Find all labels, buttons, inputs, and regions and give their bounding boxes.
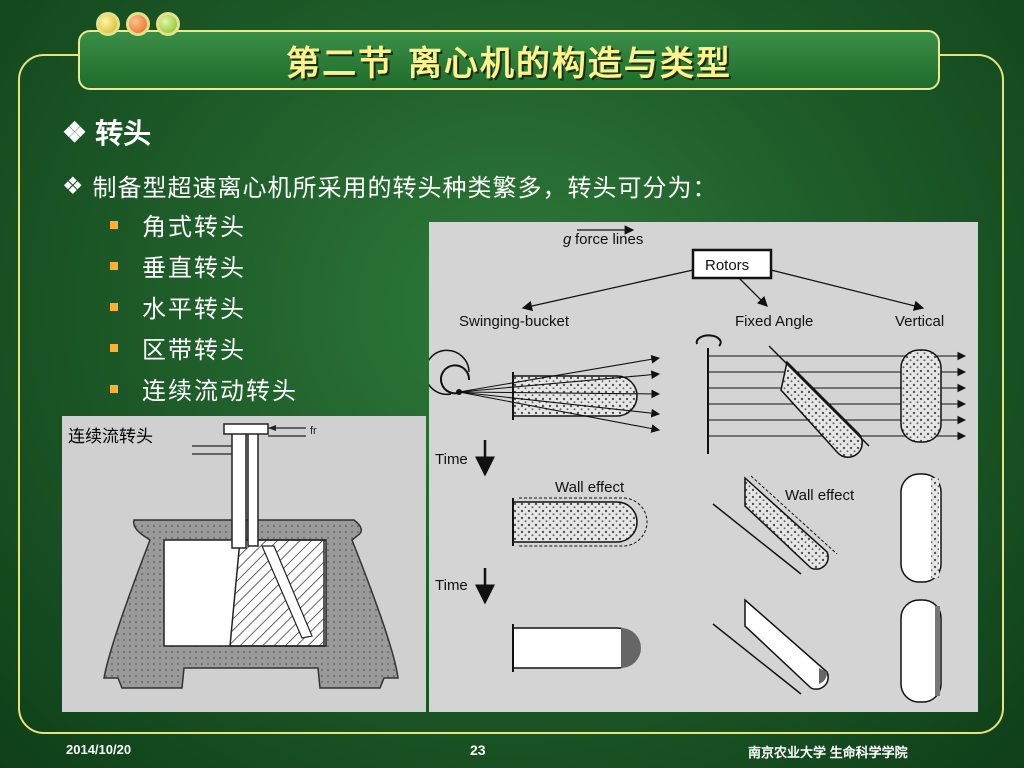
decor-dots — [96, 12, 180, 36]
square-bullet-icon — [110, 302, 118, 311]
footer-organization: 南京农业大学 生命科学学院 — [748, 745, 908, 760]
slide-title: 第二节 离心机的构造与类型 — [286, 43, 732, 84]
square-bullet-icon — [110, 343, 118, 352]
square-bullet-icon — [110, 384, 118, 393]
rotor-types-figure: g force lines Rotors Swinging-bucket Fix… — [424, 222, 978, 712]
diamond-bullet-icon: ❖ — [62, 171, 85, 200]
rotors-box — [691, 248, 773, 280]
time-label-1: Time — [435, 451, 468, 468]
list-item-text: 水平转头 — [142, 295, 246, 323]
square-bullet-icon — [110, 220, 118, 229]
wall-effect-label-1: Wall effect — [555, 479, 625, 496]
yellow-dot-icon — [96, 12, 120, 36]
footer-page-number: 23 — [470, 742, 486, 758]
orange-dot-icon — [126, 12, 150, 36]
bullet-rotor: ❖ 转头 — [62, 112, 151, 152]
list-item: 垂直转头 — [110, 245, 298, 286]
continuous-flow-rotor-diagram: fr — [103, 423, 399, 689]
diamond-bullet-icon: ❖ — [62, 115, 88, 149]
list-item-text: 区带转头 — [142, 336, 246, 364]
vertical-label: Vertical — [895, 313, 944, 330]
square-bullet-icon — [110, 261, 118, 270]
swinging-bucket-label: Swinging-bucket — [459, 313, 570, 330]
bullet-rotor-types-text: 制备型超速离心机所采用的转头种类繁多，转头可分为： — [92, 174, 718, 202]
wall-effect-label-2: Wall effect — [785, 487, 855, 504]
force-lines-label: force lines — [575, 231, 643, 248]
bullet-rotor-text: 转头 — [95, 117, 152, 150]
figure-label: 连续流转头 — [68, 427, 153, 447]
g-symbol: g — [563, 231, 572, 248]
fixed-angle-label: Fixed Angle — [735, 313, 813, 330]
time-label-2: Time — [435, 577, 468, 594]
list-item-text: 连续流动转头 — [142, 377, 298, 405]
green-dot-icon — [156, 12, 180, 36]
footer-date: 2014/10/20 — [66, 742, 132, 757]
list-item: 连续流动转头 — [110, 368, 298, 409]
rotor-types-diagram: g force lines Rotors Swinging-bucket Fix… — [424, 225, 967, 703]
list-item: 区带转头 — [110, 327, 298, 368]
rotors-label: Rotors — [705, 257, 749, 274]
bullet-rotor-types: ❖ 制备型超速离心机所采用的转头种类繁多，转头可分为： — [62, 168, 718, 203]
continuous-flow-rotor-figure: 连续流转头 fr — [62, 416, 426, 712]
list-item-text: 垂直转头 — [142, 254, 246, 282]
list-item-text: 角式转头 — [142, 213, 246, 241]
title-bar: 第二节 离心机的构造与类型 — [78, 30, 940, 90]
rotor-type-list: 角式转头 垂直转头 水平转头 区带转头 连续流动转头 — [110, 204, 298, 409]
list-item: 角式转头 — [110, 204, 298, 245]
flow-tag: fr — [310, 425, 317, 437]
list-item: 水平转头 — [110, 286, 298, 327]
